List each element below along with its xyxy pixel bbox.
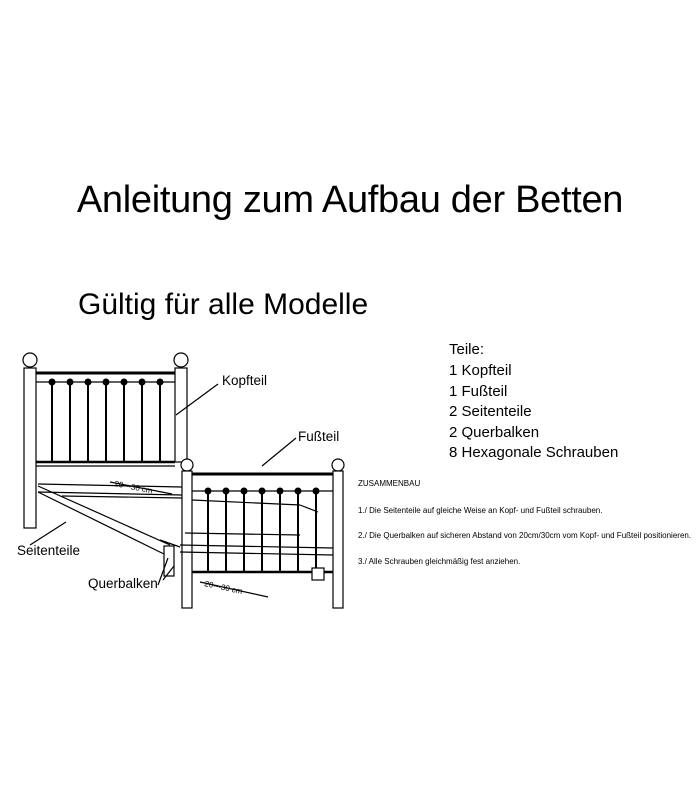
assembly-step-2: 2./ Die Querbalken auf sicheren Abstand …	[358, 531, 692, 540]
lower-dimension-label: 20---30 cm	[204, 579, 244, 596]
parts-list: 1 Kopfteil 1 Fußteil 2 Seitenteile 2 Que…	[449, 361, 618, 464]
crossbars-label: Querbalken	[88, 576, 158, 591]
parts-item: 1 Fußteil	[449, 382, 508, 400]
crossbars-drawing	[159, 532, 325, 581]
assembly-step-3: 3./ Alle Schrauben gleichmäßig fest anzi…	[358, 557, 521, 566]
parts-item: 2 Seitenteile	[449, 403, 532, 421]
footboard-drawing	[180, 458, 345, 609]
page-title: Anleitung zum Aufbau der Betten	[76, 179, 624, 221]
footboard-label: Fußteil	[298, 429, 340, 444]
side-rails-label: Seitenteile	[17, 543, 81, 558]
parts-heading: Teile:	[449, 341, 485, 358]
page-subtitle: Gültig für alle Modelle	[78, 288, 369, 321]
parts-item: 1 Kopfteil	[449, 362, 512, 379]
upper-dimension-label: 20---30 cm	[114, 479, 154, 495]
headboard-drawing	[22, 352, 189, 529]
headboard-label: Kopfteil	[222, 373, 268, 388]
side-rails-drawing	[37, 483, 334, 557]
parts-item: 8 Hexagonale Schrauben	[449, 444, 619, 462]
assembly-step-1: 1./ Die Seitenteile auf gleiche Weise an…	[358, 506, 603, 515]
assembly-heading: ZUSAMMENBAU	[358, 479, 421, 488]
parts-item: 2 Querbalken	[449, 423, 540, 441]
